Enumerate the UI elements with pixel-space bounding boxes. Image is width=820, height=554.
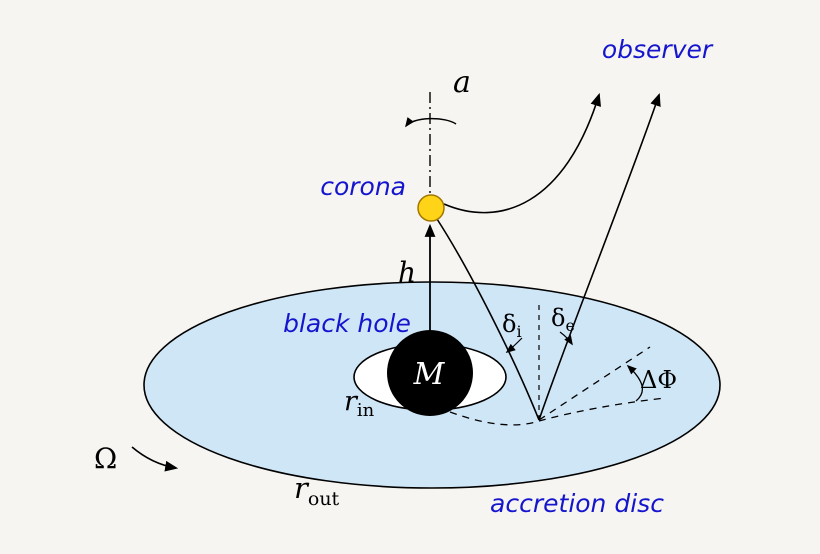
r-in-label: rin — [344, 386, 375, 421]
r-out-sub: out — [308, 488, 340, 510]
omega-label: Ω — [94, 442, 117, 475]
delta-e-label: δe — [551, 304, 575, 335]
delta-phi-angle-arrow — [626, 364, 644, 402]
r-in-sub: in — [357, 400, 375, 421]
delta-phi-label: ΔΦ — [640, 366, 677, 394]
delta-e-sub: e — [565, 316, 574, 335]
r-out-label: rout — [294, 471, 340, 510]
photon-path-corona-observer — [443, 92, 601, 214]
photon-path-disc-observer — [538, 92, 661, 421]
omega-rotation-arrow — [131, 446, 179, 472]
r-in-base: r — [344, 386, 359, 417]
delta-i-label: δi — [502, 310, 522, 341]
spin-rotation-arrow — [405, 117, 457, 128]
height-label: h — [398, 256, 416, 289]
delta-e-arrow — [559, 331, 573, 346]
black-hole-circle — [387, 330, 473, 416]
delta-i-sub: i — [516, 322, 521, 341]
delta-phi-dashed-line — [538, 346, 651, 421]
observer-label: observer — [602, 35, 714, 64]
corona-circle — [417, 194, 445, 222]
mass-label: M — [413, 357, 446, 392]
delta-e-base: δ — [551, 304, 565, 332]
disc-plane-dashed-curve — [449, 397, 666, 426]
black-hole-label: black hole — [283, 309, 411, 338]
corona-label: corona — [320, 172, 406, 201]
delta-i-arrow — [505, 337, 523, 353]
spin-label: a — [453, 65, 471, 100]
photon-path-corona-disc — [436, 218, 540, 421]
r-out-base: r — [294, 471, 310, 505]
delta-i-base: δ — [502, 310, 516, 338]
accretion-disc-label: accretion disc — [490, 489, 664, 518]
